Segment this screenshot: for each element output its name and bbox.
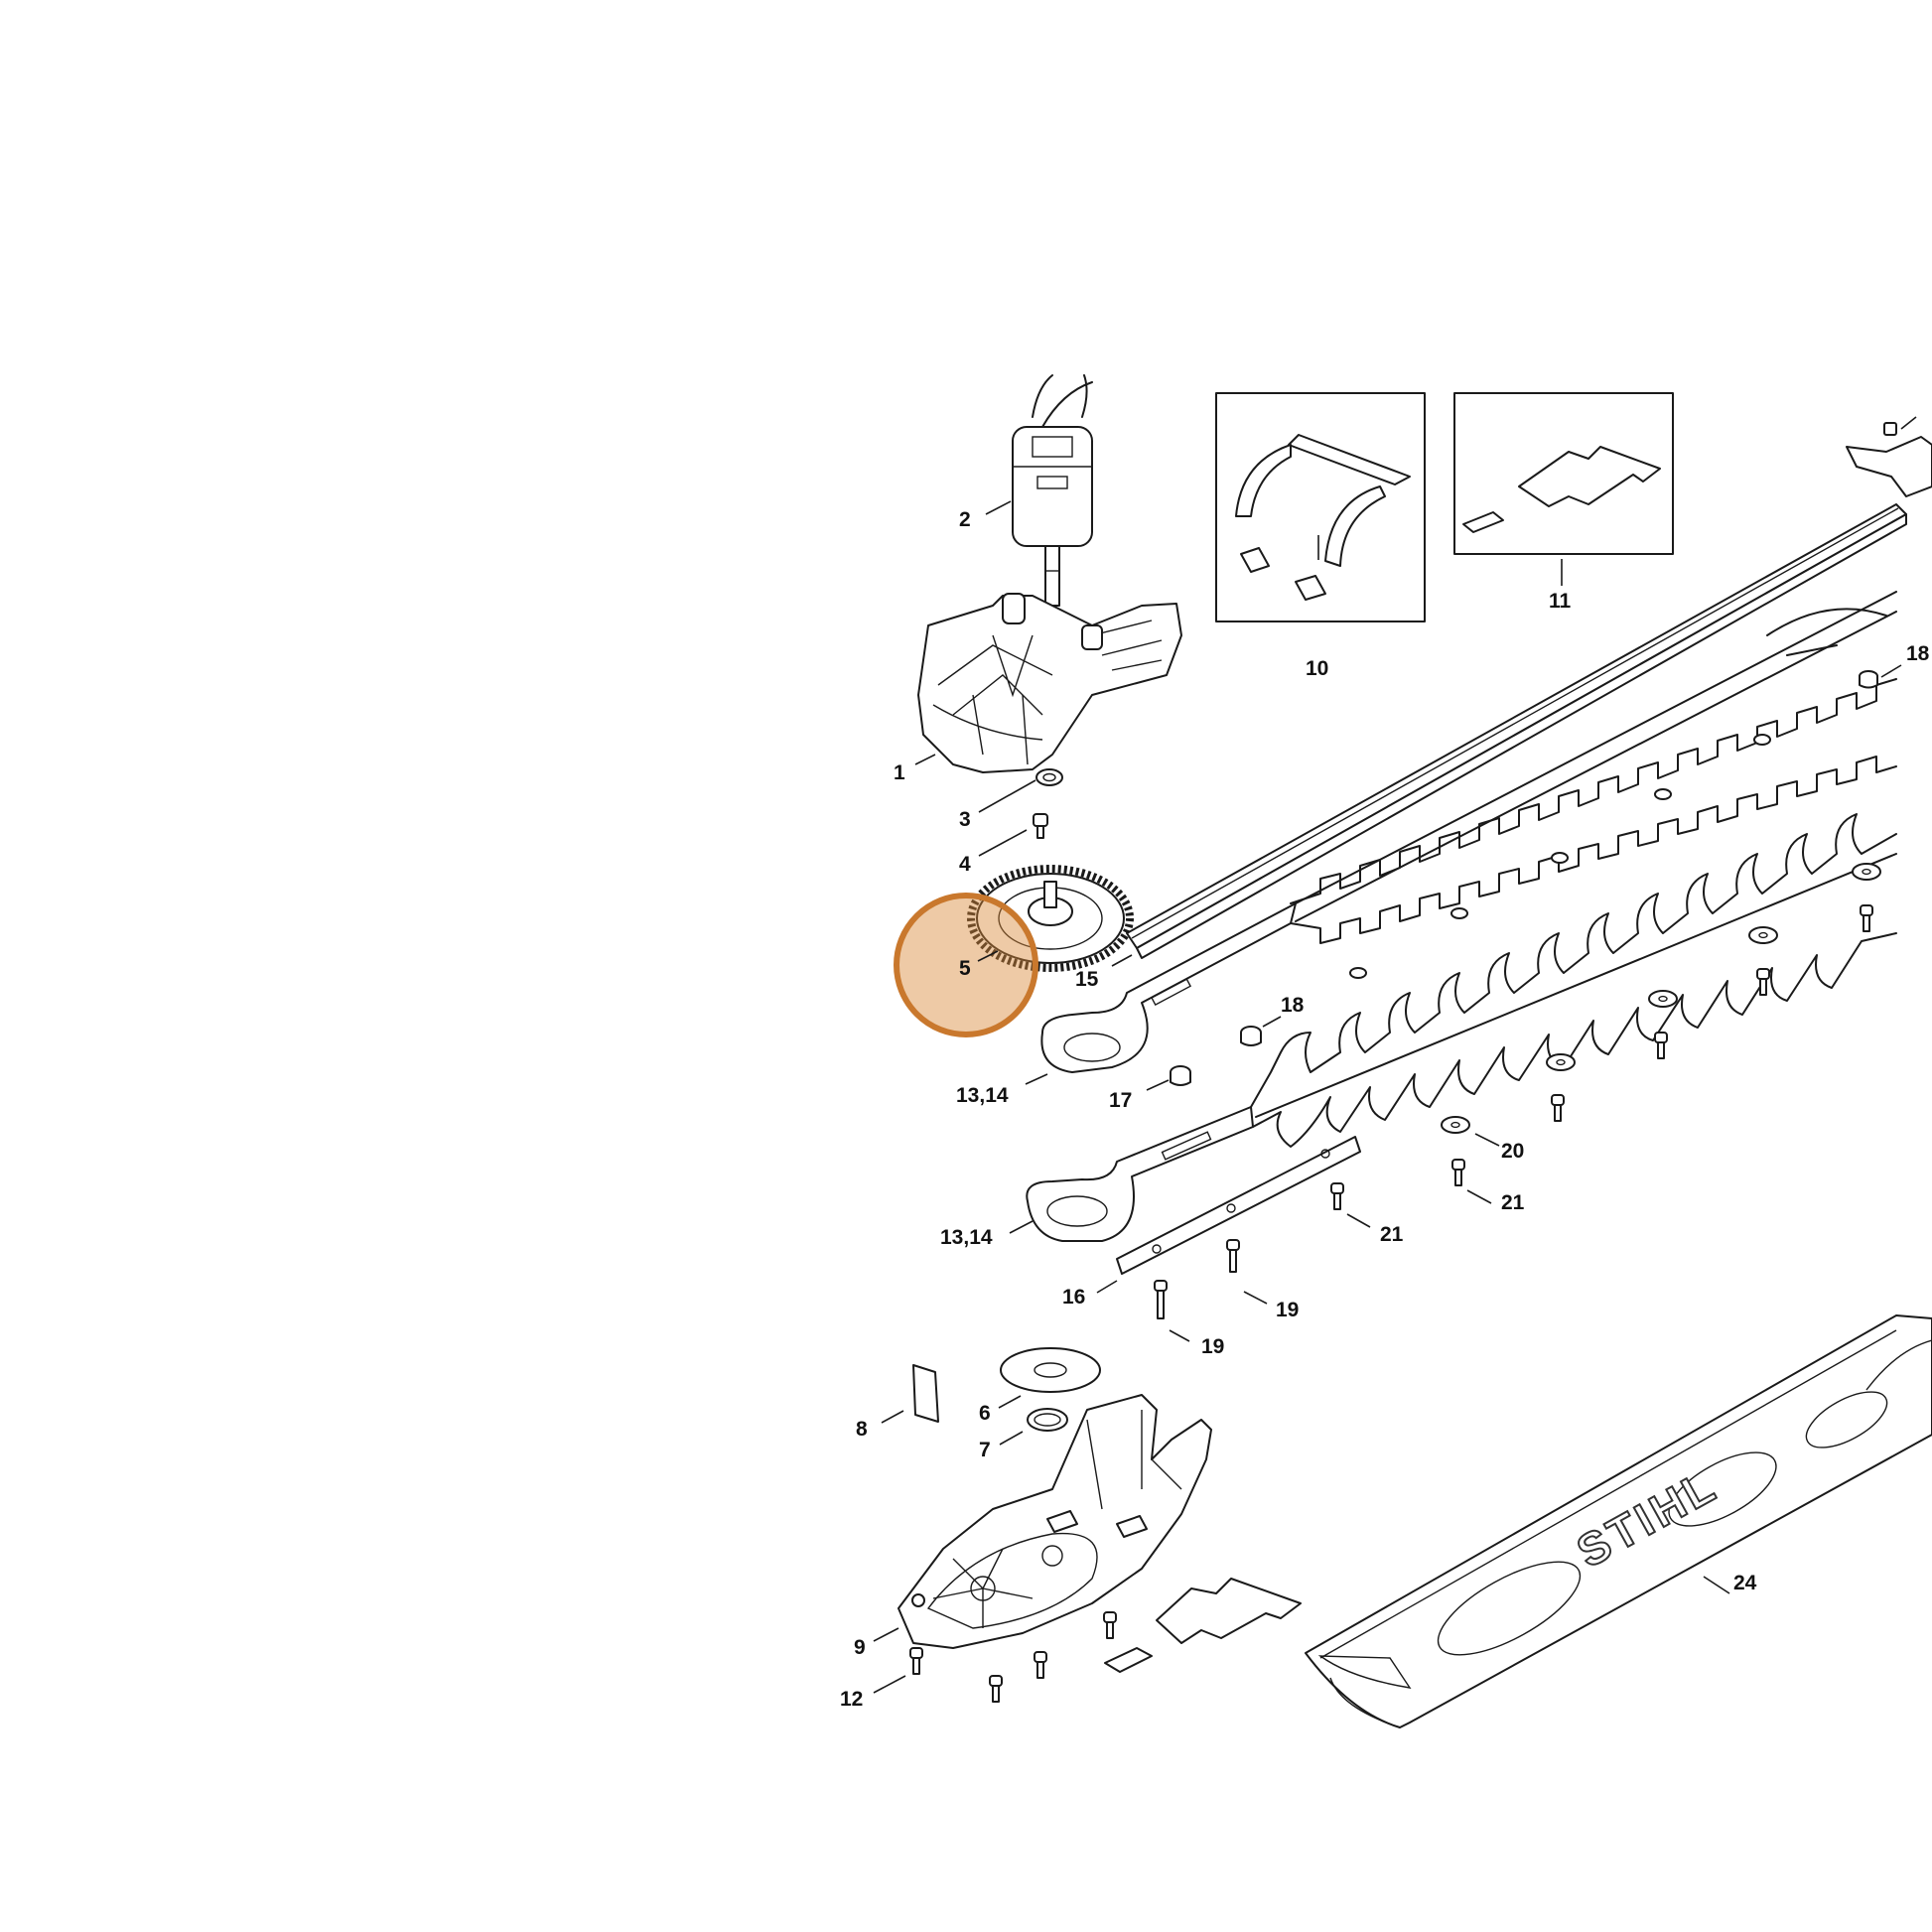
label-8[interactable]: 8 [856, 1418, 868, 1441]
label-17[interactable]: 17 [1109, 1089, 1132, 1112]
spacer-part-17[interactable] [1170, 1065, 1191, 1086]
circlip-part-7[interactable] [1027, 1408, 1068, 1432]
label-24[interactable]: 24 [1733, 1572, 1757, 1594]
spacer-part-18-right[interactable] [1859, 670, 1878, 689]
plate-part-16[interactable] [1116, 1136, 1361, 1275]
label-19-a[interactable]: 19 [1276, 1299, 1299, 1321]
gear-wheel-part-5[interactable] [967, 865, 1134, 972]
blade-bar-part-15[interactable] [1126, 503, 1907, 959]
sticker-lower [1104, 1578, 1302, 1673]
label-21-a[interactable]: 21 [1380, 1223, 1404, 1246]
label-4[interactable]: 4 [959, 853, 971, 876]
small-spacers [1349, 734, 1771, 979]
washers-part-20[interactable] [1441, 863, 1881, 1134]
label-part-8[interactable] [912, 1364, 939, 1423]
blade-guard-part-24[interactable]: STIHL [1305, 1314, 1932, 1728]
kit-box-part-10[interactable] [1215, 392, 1426, 622]
label-19-b[interactable]: 19 [1201, 1335, 1224, 1358]
highlight-circle [894, 893, 1038, 1037]
label-15[interactable]: 15 [1075, 968, 1099, 991]
gear-housing-part-1[interactable] [917, 593, 1182, 773]
screws-part-12[interactable] [909, 1611, 1117, 1703]
label-13-14-upper[interactable]: 13,14 [956, 1084, 1009, 1107]
label-20[interactable]: 20 [1501, 1140, 1524, 1163]
label-18[interactable]: 18 [1281, 994, 1305, 1017]
motor-part-2[interactable] [1012, 374, 1093, 607]
label-21-b[interactable]: 21 [1501, 1191, 1525, 1214]
gear-cover-part-9[interactable] [897, 1394, 1212, 1649]
label-9[interactable]: 9 [854, 1636, 866, 1659]
label-12[interactable]: 12 [840, 1688, 863, 1711]
label-1[interactable]: 1 [894, 761, 905, 784]
label-3[interactable]: 3 [959, 808, 971, 831]
kit-box-part-11[interactable] [1453, 392, 1674, 555]
label-7[interactable]: 7 [979, 1439, 991, 1461]
circlip-part-3[interactable] [1035, 768, 1063, 786]
blade-clip-top-right [1846, 422, 1932, 497]
label-5[interactable]: 5 [959, 957, 971, 980]
label-2[interactable]: 2 [959, 508, 971, 531]
washer-part-6[interactable] [1000, 1347, 1101, 1393]
label-6[interactable]: 6 [979, 1402, 991, 1425]
label-13-14-lower[interactable]: 13,14 [940, 1226, 993, 1249]
screw-part-4[interactable] [1033, 813, 1048, 839]
cutter-blade-lower-part-13-14[interactable] [1026, 813, 1897, 1242]
leader-lines [873, 416, 1917, 1694]
cutter-blade-upper-part-13-14[interactable] [1040, 591, 1897, 1073]
label-18-right[interactable]: 18 [1906, 642, 1930, 665]
screws-part-19-21[interactable] [1154, 904, 1873, 1319]
part-numbers: 2 1 3 4 5 15 13,14 17 18 13,14 16 19 19 … [840, 508, 1930, 1711]
label-10[interactable]: 10 [1306, 657, 1328, 680]
label-11[interactable]: 11 [1549, 590, 1572, 613]
label-16[interactable]: 16 [1062, 1286, 1085, 1309]
spacer-part-18[interactable] [1240, 1026, 1262, 1046]
